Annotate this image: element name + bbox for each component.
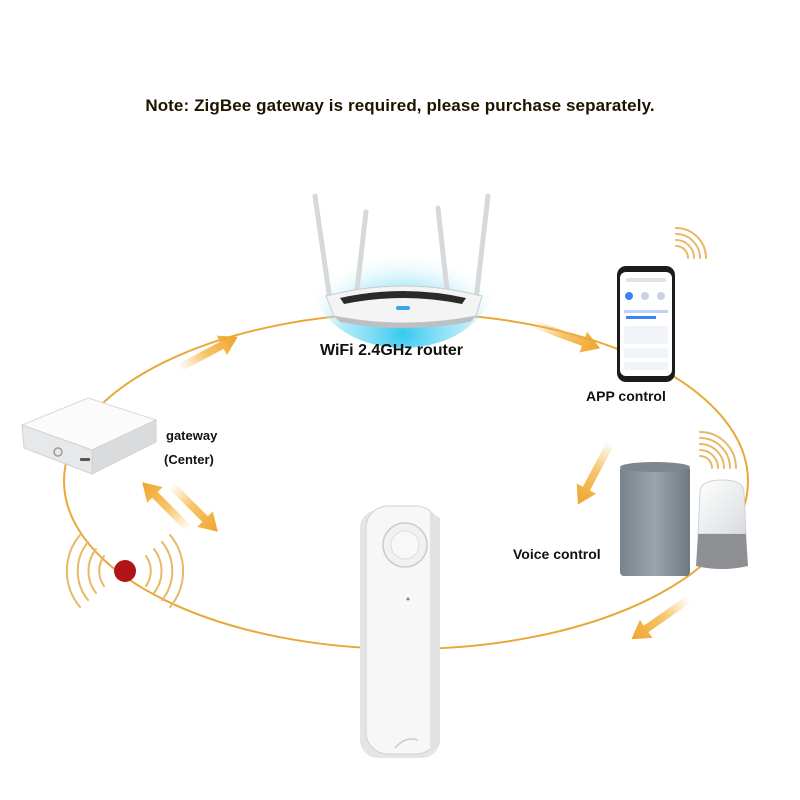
gateway-label: gateway (166, 428, 218, 443)
smartphone-icon (617, 266, 675, 382)
router-label: WiFi 2.4GHz router (320, 342, 463, 359)
signal-waves-icon (699, 431, 737, 469)
router-icon (311, 193, 495, 348)
arrow-gateway-up (142, 482, 192, 532)
arrow-gateway-down (168, 482, 218, 532)
gateway-hub-icon (20, 397, 158, 475)
wireless-switch-icon (360, 505, 440, 758)
arrow-to-switch (631, 595, 692, 640)
signal-waves-icon (65, 534, 185, 608)
app-control-label: APP control (586, 388, 666, 404)
smart-display-speaker-icon (696, 479, 748, 569)
gateway-center-label: (Center) (164, 452, 214, 467)
arrow-to-voice (576, 440, 615, 505)
voice-control-label: Voice control (513, 546, 601, 562)
arrow-to-router (177, 335, 238, 372)
smart-speaker-icon (620, 462, 690, 576)
sensor-dot-icon (114, 560, 136, 582)
arrow-to-app (531, 319, 601, 353)
signal-waves-icon (675, 227, 707, 259)
note-banner: Note: ZigBee gateway is required, please… (145, 96, 655, 115)
